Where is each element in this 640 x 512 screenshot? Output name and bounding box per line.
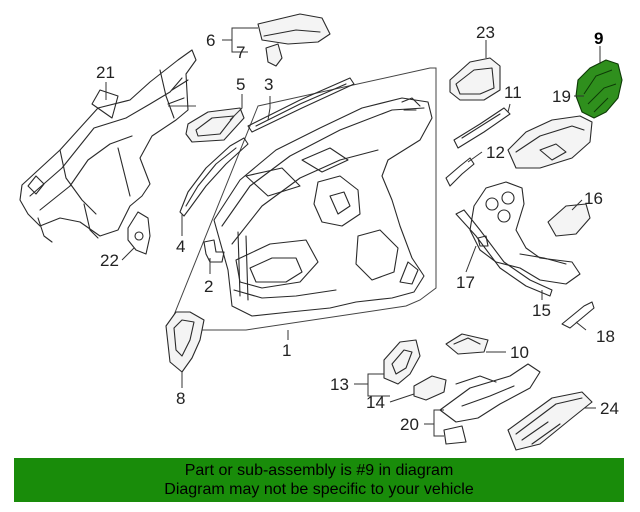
console-trim-15-part[interactable] xyxy=(469,181,581,285)
callout-14[interactable]: 14 xyxy=(366,393,385,412)
callout-1[interactable]: 1 xyxy=(282,341,291,360)
banner-line-part-number: Part or sub-assembly is #9 in diagram xyxy=(184,462,454,479)
glove-box-19-part[interactable] xyxy=(507,115,593,169)
trim-strip-3-part[interactable] xyxy=(247,77,355,133)
defroster-grille-5-part[interactable] xyxy=(185,107,245,143)
leader-lines xyxy=(105,27,601,437)
instrument-panel-1-part[interactable] xyxy=(213,97,433,317)
clip-2-part[interactable] xyxy=(203,239,225,263)
callout-24[interactable]: 24 xyxy=(600,399,619,418)
end-cap-8-part[interactable] xyxy=(165,311,205,373)
callout-19[interactable]: 19 xyxy=(552,87,571,106)
callout-21[interactable]: 21 xyxy=(96,63,115,82)
callout-11[interactable]: 11 xyxy=(504,83,522,102)
callout-3[interactable]: 3 xyxy=(264,75,273,94)
callout-10[interactable]: 10 xyxy=(510,343,529,362)
callout-6[interactable]: 6 xyxy=(206,31,215,50)
trim-17-part[interactable] xyxy=(455,209,553,297)
pad-16-part[interactable] xyxy=(547,203,591,237)
bracket-22-part[interactable] xyxy=(127,211,151,255)
part-9-highlighted[interactable] xyxy=(575,59,623,119)
cover-6-part[interactable] xyxy=(257,13,331,45)
callout-16[interactable]: 16 xyxy=(584,189,603,208)
air-duct-20-part[interactable] xyxy=(439,363,541,445)
control-unit-24-part[interactable] xyxy=(507,391,593,451)
callout-5[interactable]: 5 xyxy=(236,75,245,94)
banner-line-disclaimer: Diagram may not be specific to your vehi… xyxy=(164,481,474,498)
callout-2[interactable]: 2 xyxy=(204,277,213,296)
clip-7-part[interactable] xyxy=(265,43,283,67)
callout-13[interactable]: 13 xyxy=(330,375,349,394)
info-banner: Part or sub-assembly is #9 in diagram Di… xyxy=(14,458,624,502)
callout-23[interactable]: 23 xyxy=(476,23,495,42)
callout-18[interactable]: 18 xyxy=(596,327,615,346)
callout-9[interactable]: 9 xyxy=(594,29,603,48)
vent-10-part[interactable] xyxy=(445,333,489,355)
callout-15[interactable]: 15 xyxy=(532,301,551,320)
callout-4[interactable]: 4 xyxy=(176,237,185,256)
trim-strip-11-part[interactable] xyxy=(453,107,511,149)
callout-20[interactable]: 20 xyxy=(400,415,419,434)
grille-13-part[interactable] xyxy=(383,339,421,385)
module-23-part[interactable] xyxy=(449,57,501,101)
vent-14-part[interactable] xyxy=(413,375,447,401)
callout-7[interactable]: 7 xyxy=(236,43,245,62)
callout-22[interactable]: 22 xyxy=(100,251,119,270)
callout-labels: 1 2 3 4 5 6 7 8 9 10 11 12 13 14 15 16 1… xyxy=(96,23,619,434)
callout-8[interactable]: 8 xyxy=(176,389,185,408)
cross-car-beam-part[interactable] xyxy=(19,49,197,243)
strip-12-part[interactable] xyxy=(445,157,475,187)
callout-17[interactable]: 17 xyxy=(456,273,475,292)
strip-18-part[interactable] xyxy=(561,301,595,329)
callout-12[interactable]: 12 xyxy=(486,143,505,162)
trim-strip-4-part[interactable] xyxy=(179,137,249,217)
